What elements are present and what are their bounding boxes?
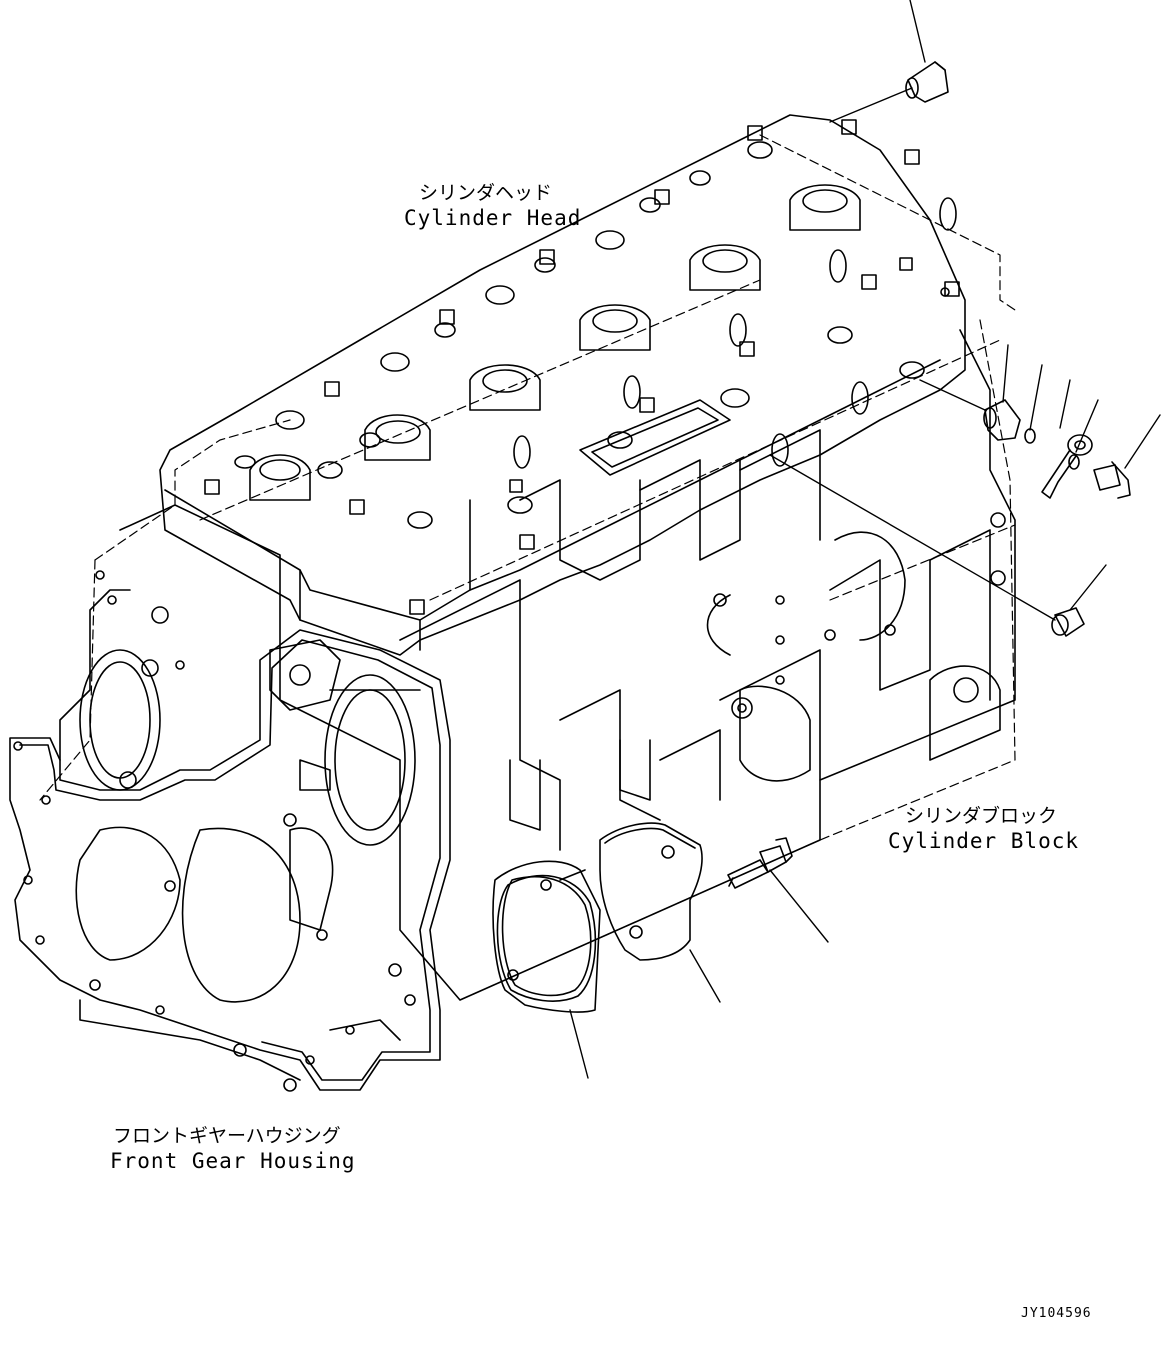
leader-lines: [569, 0, 1161, 1079]
cover-plate: [599, 822, 703, 961]
head-bosses: [234, 141, 853, 529]
front-gear-housing-label-en: Front Gear Housing: [110, 1149, 356, 1173]
cylinder-head-label-en: Cylinder Head: [404, 206, 582, 230]
cylinder-block: [119, 329, 1016, 1001]
cylinder-head-label-jp: シリンダヘッド: [419, 182, 553, 204]
cylinder-head: [159, 114, 966, 656]
rocker-pedestals: [249, 184, 861, 501]
cover-gasket: [492, 860, 601, 1013]
cover-bolt: [727, 837, 793, 889]
drawing-code: JY104596: [1021, 1306, 1092, 1321]
cylinder-block-label-en: Cylinder Block: [888, 829, 1080, 853]
cylinder-block-label-jp: シリンダブロック: [905, 805, 1058, 827]
head-bolts: [204, 119, 960, 615]
housing-bolt-holes: [13, 570, 416, 1092]
fittings: [905, 61, 1131, 637]
front-gear-housing: [9, 570, 451, 1092]
front-gear-housing-label-jp: フロントギヤーハウジング: [113, 1125, 341, 1147]
